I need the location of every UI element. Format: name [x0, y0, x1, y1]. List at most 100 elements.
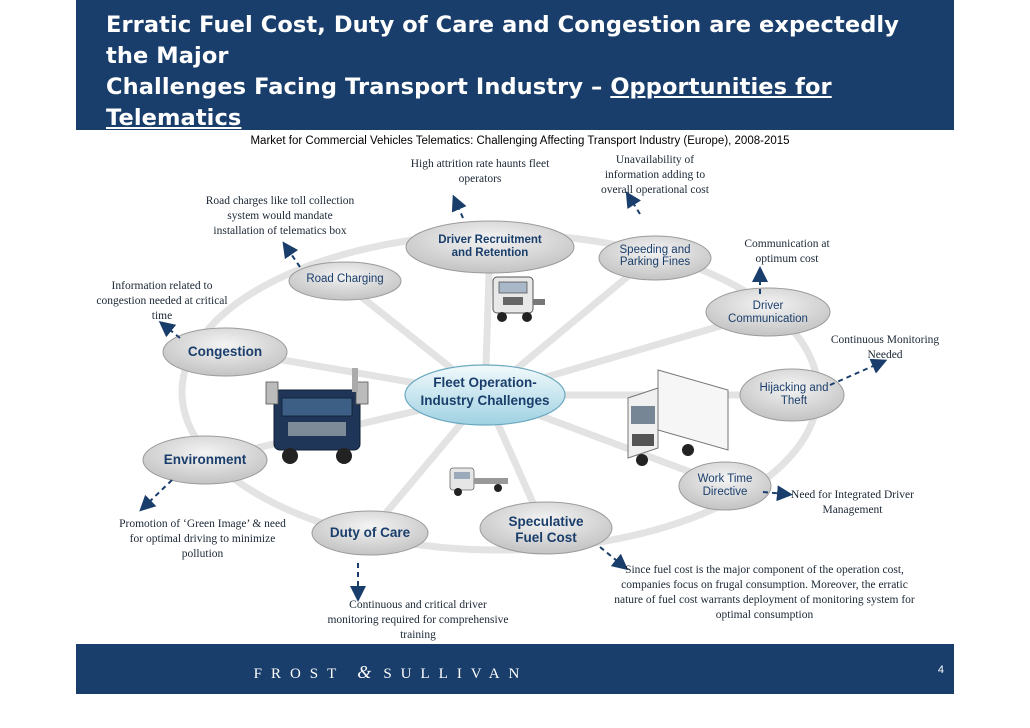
note-line: Promotion of ‘Green Image’ & need: [119, 518, 286, 530]
title-line-2-prefix: Challenges Facing Transport Industry –: [106, 74, 611, 100]
arrow-attrition: [451, 194, 467, 219]
node-speeding: [598, 235, 712, 281]
label-driver-communication: Driver Communication: [708, 300, 828, 326]
label-duty-of-care: Duty of Care: [329, 525, 411, 540]
arrow-fuel: [599, 546, 629, 571]
arrow-integrated: [762, 485, 793, 502]
note-road-charges: Road charges like toll collection system…: [190, 194, 370, 239]
logo-sullivan: SULLIVAN: [383, 666, 529, 682]
title-line-2: Challenges Facing Transport Industry – O…: [106, 72, 946, 134]
arrow-unavailability: [625, 191, 642, 215]
label-fuel-cost: Speculative Fuel Cost: [480, 514, 612, 546]
center-node: [404, 364, 566, 426]
note-congestion-info: Information related to congestion needed…: [82, 279, 242, 324]
node-work-time: [678, 461, 772, 511]
logo-frost: FROST: [253, 666, 346, 682]
slide-title: Erratic Fuel Cost, Duty of Care and Cong…: [106, 10, 946, 165]
label-center: Fleet Operation- Industry Challenges: [405, 374, 565, 410]
diagram-subtitle: Market for Commercial Vehicles Telematic…: [250, 135, 790, 147]
frost-sullivan-logo: FROST&SULLIVAN: [76, 662, 706, 683]
note-line: Continuous and critical driver: [349, 599, 487, 611]
title-line-1: Erratic Fuel Cost, Duty of Care and Cong…: [106, 12, 899, 69]
note-line: overall operational cost: [601, 184, 709, 196]
note-line: optimal consumption: [715, 609, 814, 621]
label-environment: Environment: [163, 452, 247, 467]
note-line: pollution: [181, 548, 224, 560]
footer-bar: [76, 644, 954, 694]
node-hijacking: [739, 368, 845, 422]
node-environment: [142, 435, 268, 485]
label-line: Fleet Operation-: [433, 375, 537, 390]
label-line: Theft: [780, 395, 808, 407]
note-line: Need for Integrated Driver: [791, 489, 914, 501]
challenge-nodes: [142, 220, 845, 556]
note-line: monitoring required for comprehensive: [327, 614, 509, 626]
title-bar: [76, 0, 954, 130]
small-truck-icon: [449, 467, 508, 496]
note-line: information adding to: [604, 169, 706, 181]
note-line: Continuous Monitoring: [830, 334, 940, 346]
note-integrated: Need for Integrated Driver Management: [775, 488, 930, 518]
label-work-time: Work Time Directive: [680, 473, 770, 499]
note-communication: Communication at optimum cost: [722, 237, 852, 267]
note-line: Management: [822, 504, 883, 516]
node-road-charging: [288, 261, 402, 301]
label-line: Driver Recruitment: [438, 234, 542, 246]
note-line: optimum cost: [755, 253, 819, 265]
note-line: Road charges like toll collection: [205, 195, 355, 207]
note-fuel: Since fuel cost is the major component o…: [592, 563, 937, 623]
label-line: Speculative: [508, 514, 584, 529]
title-line-3: Providers: [106, 134, 946, 165]
label-road-charging: Road Charging: [306, 273, 384, 285]
truck-tractor-icon: [492, 276, 545, 322]
note-line: Communication at: [744, 238, 830, 250]
note-line: congestion needed at critical: [96, 295, 228, 307]
note-line: time: [151, 310, 173, 322]
arrow-road-charges: [282, 241, 301, 268]
callout-arrows: [139, 191, 888, 602]
label-line: Directive: [702, 486, 748, 498]
node-congestion: [162, 327, 288, 377]
title-link-2: Providers: [106, 136, 229, 162]
label-line: and Retention: [451, 247, 529, 259]
arrow-congestion: [158, 321, 181, 339]
note-line: installation of telematics box: [213, 225, 347, 237]
note-line: for optimal driving to minimize: [129, 533, 276, 545]
label-congestion: Congestion: [187, 344, 263, 359]
label-line: Driver: [752, 300, 784, 312]
note-line: Since fuel cost is the major component o…: [625, 564, 904, 576]
title-link-1: Opportunities for Telematics: [106, 74, 832, 131]
node-driver-recruitment: [405, 220, 575, 274]
note-critical-driver: Continuous and critical driver monitorin…: [312, 598, 524, 643]
note-unavailability: Unavailability of information adding to …: [580, 153, 730, 198]
note-line: Unavailability of: [615, 154, 695, 166]
label-line: Parking Fines: [619, 256, 691, 268]
note-line: operators: [458, 173, 502, 185]
truck-rigid-icon: [265, 368, 369, 464]
label-line: Work Time: [697, 473, 753, 485]
node-driver-communication: [705, 287, 831, 337]
label-driver-recruitment: Driver Recruitment and Retention: [420, 234, 560, 260]
label-speeding: Speeding and Parking Fines: [605, 244, 705, 268]
delivery-truck-icon: [627, 369, 729, 466]
note-attrition: High attrition rate haunts fleet operato…: [395, 157, 565, 187]
label-line: Hijacking and: [759, 382, 829, 394]
node-fuel-cost: [479, 501, 613, 555]
arrow-monitoring: [829, 358, 888, 386]
page-number: 4: [937, 664, 944, 676]
note-monitoring: Continuous Monitoring Needed: [815, 333, 955, 363]
note-line: system would mandate: [227, 210, 333, 222]
note-line: nature of fuel cost warrants deployment …: [614, 594, 915, 606]
node-duty-of-care: [311, 510, 429, 556]
label-hijacking: Hijacking and Theft: [744, 382, 844, 408]
note-line: High attrition rate haunts fleet: [410, 158, 550, 170]
note-line: companies focus on frugal consumption. M…: [621, 579, 908, 591]
label-line: Fuel Cost: [515, 530, 577, 545]
note-line: Information related to: [111, 280, 213, 292]
label-line: Communication: [728, 313, 808, 325]
note-line: Needed: [867, 349, 903, 361]
note-green-image: Promotion of ‘Green Image’ & need for op…: [100, 517, 305, 562]
label-line: Industry Challenges: [420, 393, 550, 408]
arrow-green-image: [139, 479, 173, 512]
